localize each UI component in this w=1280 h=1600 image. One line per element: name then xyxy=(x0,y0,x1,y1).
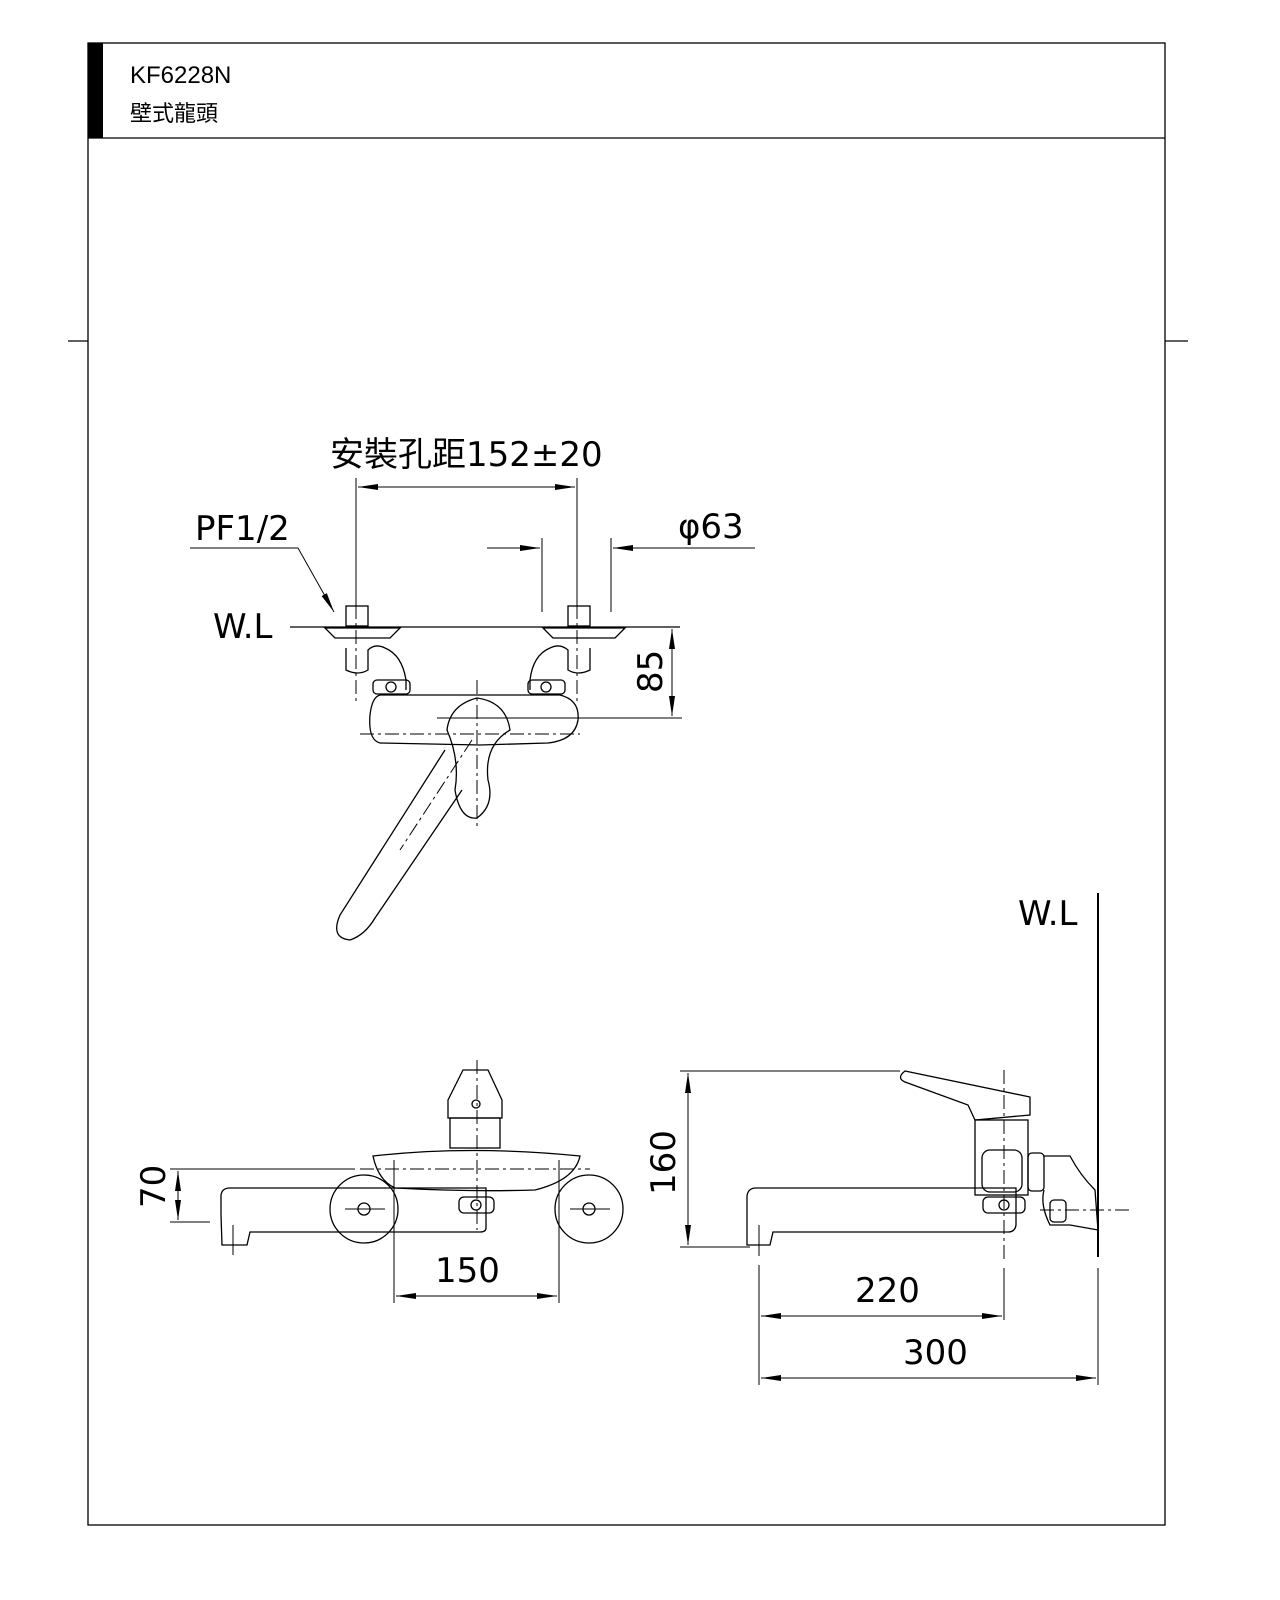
title-block: KF6228N 壁式龍頭 xyxy=(130,62,231,127)
height-160-label: 160 xyxy=(644,1130,684,1195)
spout-220-label: 220 xyxy=(855,1271,920,1311)
mount-distance-label: 安裝孔距152±20 xyxy=(330,435,603,475)
product-name: 壁式龍頭 xyxy=(130,102,218,127)
flange-diameter-label: φ63 xyxy=(678,507,744,547)
width-150-label: 150 xyxy=(435,1251,500,1291)
water-line-label-front: W.L xyxy=(213,607,273,647)
total-300-label: 300 xyxy=(903,1333,968,1373)
side-view: W.L 160 220 300 xyxy=(644,893,1130,1385)
drawing-frame xyxy=(68,42,1188,1526)
front-view: W.L 安裝孔距152±20 PF1/2 φ63 85 xyxy=(190,435,755,941)
height-70-label: 70 xyxy=(134,1165,174,1208)
thread-label: PF1/2 xyxy=(195,509,290,549)
height-85-label: 85 xyxy=(631,650,671,693)
model-number: KF6228N xyxy=(130,62,231,89)
water-line-label-side: W.L xyxy=(1018,894,1078,934)
top-view: 70 150 xyxy=(134,1060,624,1303)
